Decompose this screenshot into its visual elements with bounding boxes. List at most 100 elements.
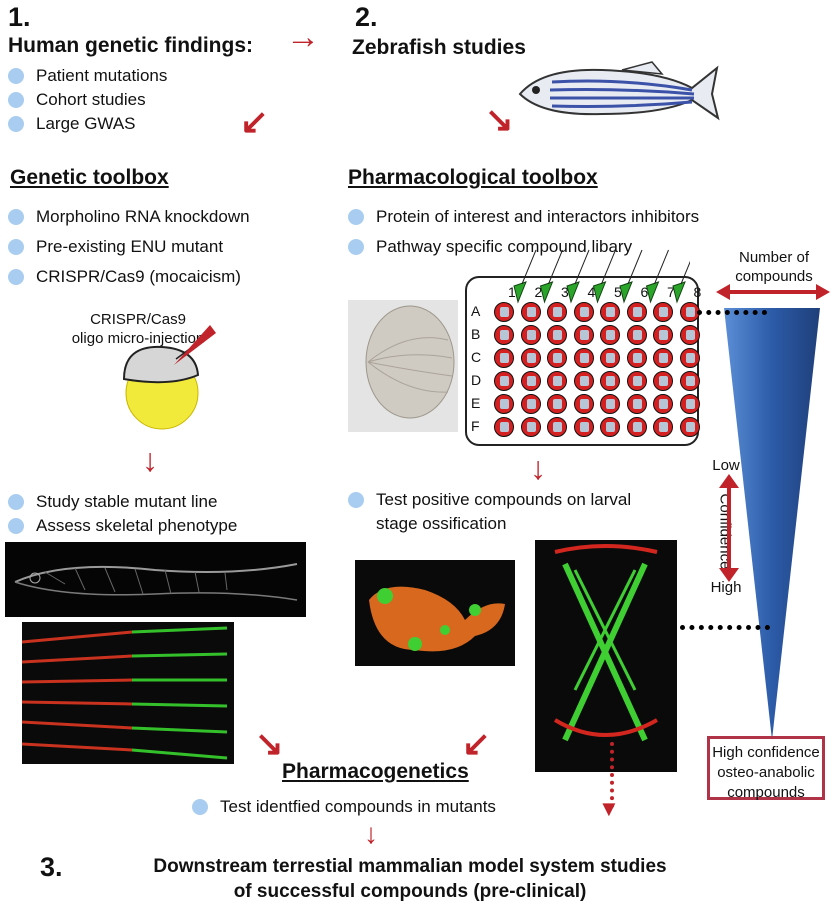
plate-row-label: E xyxy=(471,395,481,411)
well-sample xyxy=(526,399,536,409)
plate-well xyxy=(520,417,541,437)
bullet-icon xyxy=(8,116,24,132)
confidence-double-arrow xyxy=(719,474,739,582)
arrow-down-right-icon: ↘ xyxy=(255,725,284,763)
plate-well xyxy=(520,348,541,368)
well-sample xyxy=(500,353,509,363)
pipette-tip xyxy=(513,281,527,304)
plate-well xyxy=(679,325,700,345)
plate-well xyxy=(600,348,620,368)
bullet-icon xyxy=(8,269,24,285)
plate-well xyxy=(626,371,647,391)
funnel-triangle xyxy=(724,308,820,740)
plate-well xyxy=(520,371,541,391)
pipette-line xyxy=(654,249,669,285)
plate-column-label: 5 xyxy=(614,284,622,300)
plate-row-label: A xyxy=(471,303,481,319)
larval-jaw-image xyxy=(535,540,677,772)
well-sample xyxy=(685,330,695,340)
well-sample xyxy=(526,376,536,386)
list-item: Pathway specific compound libary xyxy=(348,232,699,262)
pharm-toolbox-list: Protein of interest and interactors inhi… xyxy=(348,202,699,262)
list-item: Protein of interest and interactors inhi… xyxy=(348,202,699,232)
well-sample xyxy=(606,307,615,317)
well-sample xyxy=(606,422,615,432)
larval-bone-image xyxy=(355,560,515,666)
well-sample xyxy=(685,422,695,432)
plate-well xyxy=(494,325,514,345)
step1-title: Human genetic findings: xyxy=(8,34,254,57)
plate-well xyxy=(626,302,647,322)
pipette-tips xyxy=(513,249,690,304)
plate-well xyxy=(600,325,620,345)
pipette-tip xyxy=(645,281,660,304)
well-sample xyxy=(553,353,562,363)
list-item: Cohort studies xyxy=(8,88,167,112)
plate-well xyxy=(626,348,647,368)
plate-well xyxy=(547,394,567,414)
plate-wells xyxy=(490,300,700,438)
plate-column-label: 2 xyxy=(534,284,543,300)
well-sample xyxy=(632,307,642,317)
well-sample xyxy=(632,422,642,432)
plate-well xyxy=(679,394,700,414)
plate-well xyxy=(494,417,514,437)
fin-fluorescence-image xyxy=(22,622,234,764)
plate-well xyxy=(679,348,700,368)
connector-bottom-dotted xyxy=(680,625,770,630)
step1-list: Patient mutations Cohort studies Large G… xyxy=(8,64,167,136)
plate-well xyxy=(494,302,514,322)
well-sample xyxy=(606,353,615,363)
well-sample xyxy=(606,330,615,340)
well-sample xyxy=(659,353,668,363)
well-sample xyxy=(632,376,642,386)
step3-number: 3. xyxy=(40,852,63,882)
plate-well xyxy=(653,302,673,322)
pipette-line xyxy=(521,249,537,285)
pipette-tip xyxy=(566,281,580,304)
arrow-down-icon: ↓ xyxy=(364,818,378,849)
bullet-icon xyxy=(8,518,24,534)
plate-row-label: B xyxy=(471,326,481,342)
well-sample xyxy=(579,307,589,317)
number-of-compounds-label: Number of compounds xyxy=(735,249,813,285)
confidence-low-label: Low xyxy=(712,457,740,474)
plate-column-label: 6 xyxy=(640,284,649,300)
pharmacogenetics-title: Pharmacogenetics xyxy=(282,760,469,783)
plate-well xyxy=(600,417,620,437)
plate-well xyxy=(520,394,541,414)
plate-well xyxy=(626,394,647,414)
plate-well xyxy=(573,417,594,437)
arrow-down-icon: ↓ xyxy=(530,450,546,486)
plate-well xyxy=(679,417,700,437)
pipette-line xyxy=(574,249,590,285)
plate-well xyxy=(600,371,620,391)
connector-top-dotted xyxy=(697,310,767,315)
bullet-icon xyxy=(348,239,364,255)
plate-well xyxy=(573,302,594,322)
genetic-followup-list: Study stable mutant line Assess skeletal… xyxy=(8,490,237,538)
well-sample xyxy=(500,307,509,317)
list-item: Morpholino RNA knockdown xyxy=(8,202,250,232)
plate-well xyxy=(653,325,673,345)
arrow-down-right-icon: ↘ xyxy=(485,101,514,139)
genetic-toolbox-list: Morpholino RNA knockdown Pre-existing EN… xyxy=(8,202,250,292)
step3-text: Downstream terrestial mammalian model sy… xyxy=(153,856,667,902)
pipette-tip xyxy=(592,281,607,304)
plate-well xyxy=(573,371,594,391)
plate-well xyxy=(600,394,620,414)
plate-well xyxy=(573,325,594,345)
step2-number: 2. xyxy=(355,2,378,32)
well-sample xyxy=(579,376,589,386)
plate-column-label: 7 xyxy=(667,284,675,300)
plate-well xyxy=(547,417,567,437)
well-sample xyxy=(553,330,562,340)
plate-well xyxy=(573,348,594,368)
well-sample xyxy=(579,399,589,409)
well-sample xyxy=(632,399,642,409)
genetic-toolbox-title: Genetic toolbox xyxy=(10,166,169,189)
list-item: Pre-existing ENU mutant xyxy=(8,232,250,262)
bullet-icon xyxy=(348,492,364,508)
bullet-icon xyxy=(8,209,24,225)
